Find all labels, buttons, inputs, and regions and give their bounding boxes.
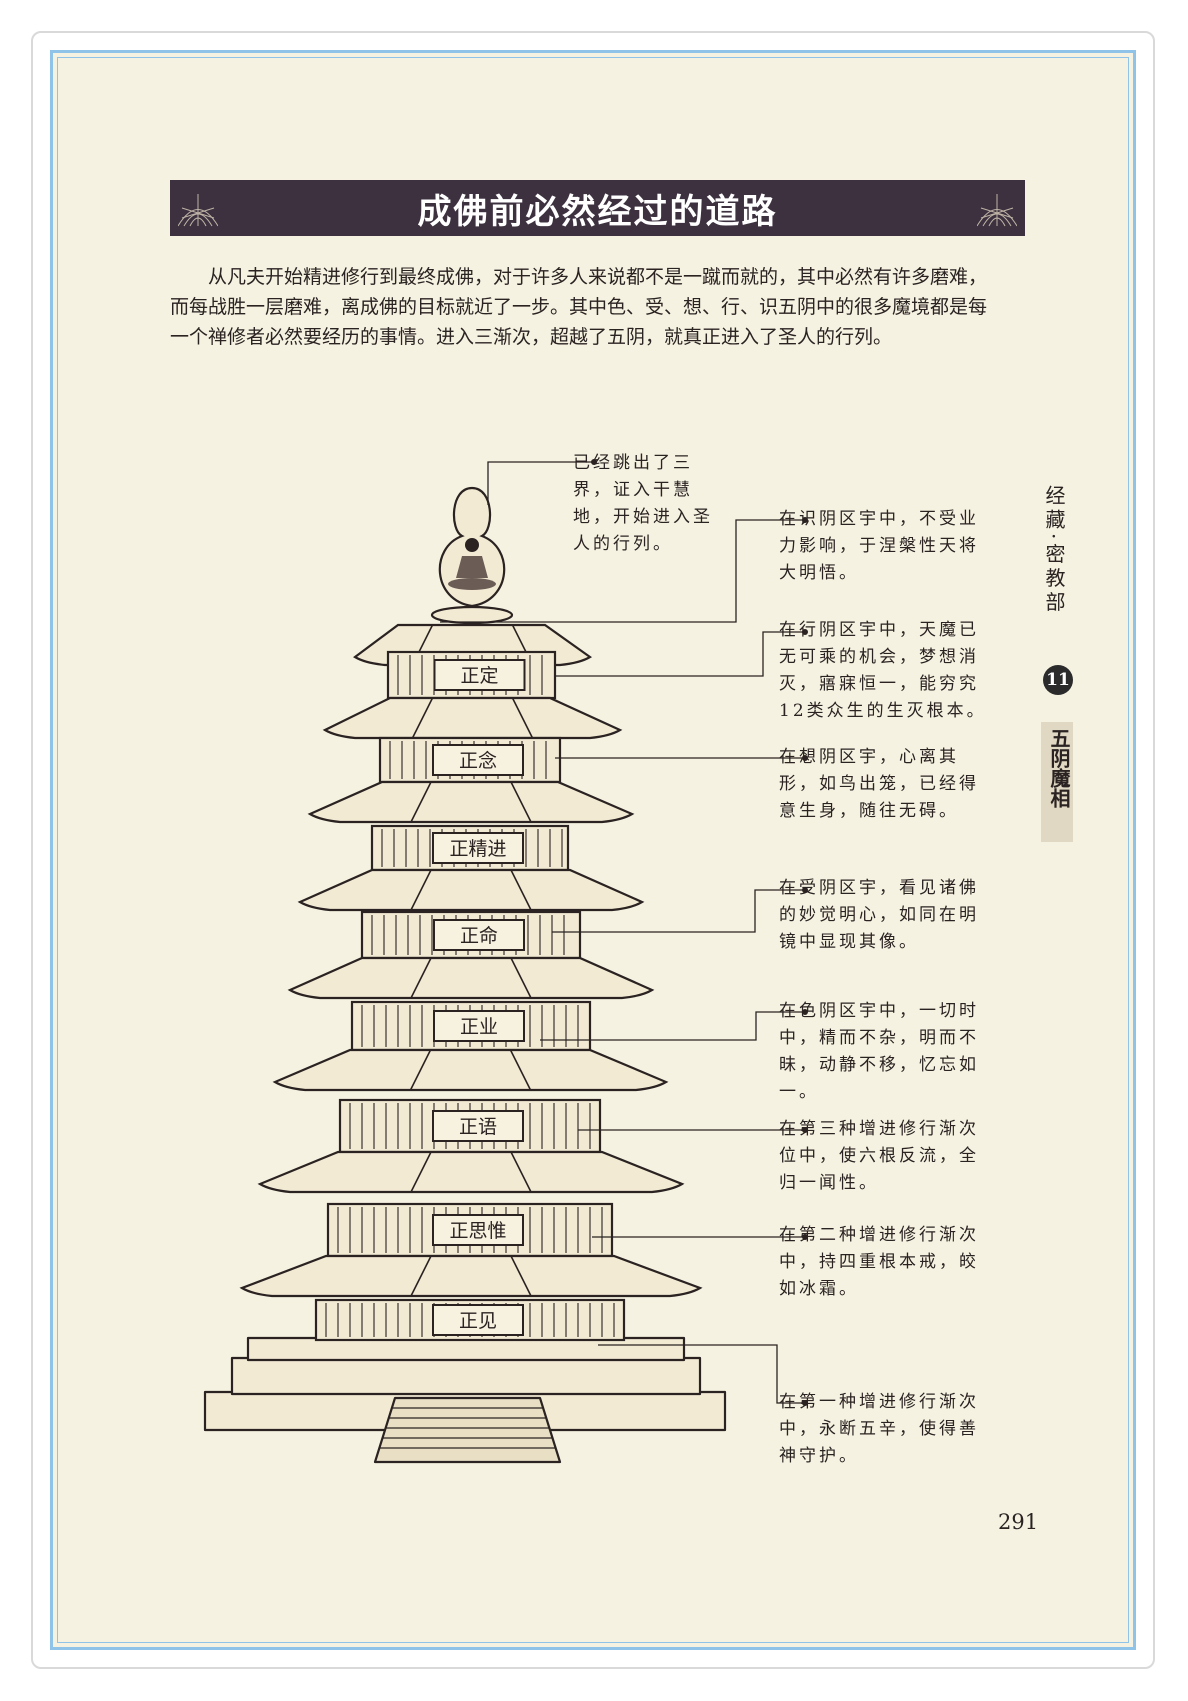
annotation-formation: 在行阴区宇中，天魔已无可乘的机会，梦想消灭，寤寐恒一，能穷究12类众生的生灭根本… [779,620,987,721]
pagoda-roof [239,1254,703,1298]
chapter-number-badge: 11 [1043,665,1073,695]
pagoda-roof-ridge [410,1151,532,1193]
pagoda-roof [257,1150,685,1194]
pagoda-finial [430,486,514,625]
pagoda-plaque-label: 正命 [460,925,498,947]
pagoda-plaque-box [432,1304,524,1336]
pagoda-stairs [373,1396,562,1464]
pagoda-roof-ridge [409,1049,532,1091]
pagoda-base-middle [230,1356,702,1396]
pagoda-plaque-box [432,1110,524,1142]
annotation-peak: 已经跳出了三界，证入干慧地，开始进入圣人的行列。 [573,453,713,554]
pagoda-plaque-label: 正业 [460,1016,498,1038]
page-border-inner [57,57,1129,1643]
annotation-perception: 在想阴区宇，心离其形，如鸟出笼，已经得意生身，随往无碍。 [779,747,979,821]
pagoda-plaque-label: 正精进 [449,838,506,860]
pagoda-roof-ridge [410,781,532,823]
intro-text: 从凡夫开始精进修行到最终成佛，对于许多人来说都不是一蹴而就的，其中必然有许多磨难… [170,266,988,348]
pagoda-plaque-box [433,659,526,691]
page-number: 291 [998,1510,1039,1534]
pagoda-roof-ridge [410,957,532,999]
side-section-label: 经藏·密教部 [1042,485,1066,616]
annotation-second-stage: 在第二种增进修行渐次中，持四重根本戒，皎如冰霜。 [779,1225,979,1299]
pagoda-plaque-box [433,1010,525,1042]
buddha-figure [448,538,496,590]
pagoda-plaque-box [433,919,525,951]
annotation-third-stage: 在第三种增进修行渐次位中，使六根反流，全归一闻性。 [779,1119,979,1193]
side-topic-label: 五阴魔相 [1047,728,1071,808]
pagoda-roof-ridge [410,869,532,911]
annotation-first-stage: 在第一种增进修行渐次中，永断五辛，使得善神守护。 [779,1392,979,1466]
pagoda-plaque-box [432,744,524,776]
pagoda-plaque-label: 正念 [459,749,497,772]
pagoda-base-top [246,1336,686,1362]
pagoda-plaque-box [432,832,524,864]
annotation-feeling: 在受阴区宇，看见诸佛的妙觉明心，如同在明镜中显现其像。 [779,878,979,952]
pagoda-roof [322,696,623,740]
pagoda-plaque-label: 正思惟 [449,1220,506,1242]
title-banner: 成佛前必然经过的道路 [170,180,1025,236]
annotation-leader-lines [440,461,805,1404]
pagoda-roof [297,868,645,912]
pagoda-roof [307,780,635,824]
intro-paragraph: 从凡夫开始精进修行到最终成佛，对于许多人来说都不是一蹴而就的，其中必然有许多磨难… [170,262,1000,352]
right-ornament-icon [977,194,1017,227]
pagoda-plaque-label: 正语 [459,1116,497,1138]
pagoda-plaque-label: 正定 [460,665,498,687]
page-title: 成佛前必然经过的道路 [417,191,778,232]
pagoda-roof-ridge [411,697,534,739]
pagoda-roof [272,1048,669,1092]
pagoda-roof [287,956,655,1000]
left-ornament-icon [178,194,218,227]
side-topic-tab: 五阴魔相 [1041,722,1073,842]
pagoda-plaque-label: 正见 [459,1310,497,1332]
annotation-form: 在色阴区宇中，一切时中，精而不杂，明而不昧，动静不移，忆忘如一。 [779,1001,979,1102]
annotation-consciousness: 在识阴区宇中，不受业力影响，于涅槃性天将大明悟。 [779,509,979,583]
pagoda-plaque-box [432,1214,524,1246]
side-section-tab: 经藏·密教部 [1040,485,1074,615]
pagoda-roof-ridge [410,1255,532,1297]
